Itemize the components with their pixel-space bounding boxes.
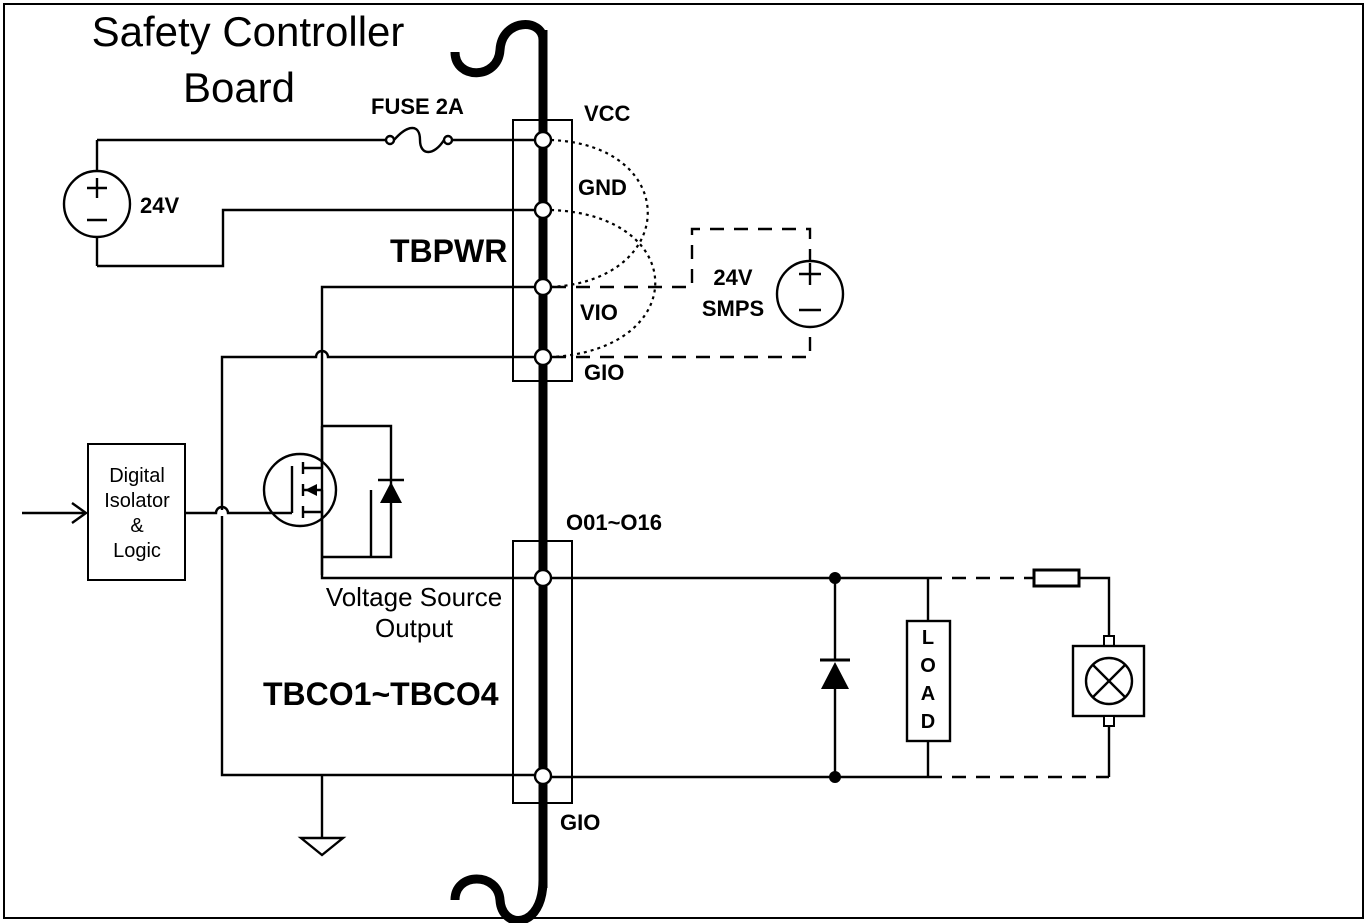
tbpwr-terminal-block xyxy=(512,119,573,382)
tbco-terminal-block xyxy=(512,540,573,804)
smps-label-line1: 24V xyxy=(713,265,752,290)
smps-24v xyxy=(552,227,845,359)
fuse-label: FUSE 2A xyxy=(371,94,464,119)
source-24v-label: 24V xyxy=(140,193,179,218)
outputs-label: O01~O16 xyxy=(566,510,662,535)
source-24v xyxy=(62,140,132,266)
vcc-label: VCC xyxy=(584,101,631,126)
isolator-label-line3: & xyxy=(130,515,144,537)
break-symbol-bottom xyxy=(450,874,548,923)
terminal-gio xyxy=(533,347,553,367)
load-letter-l: L xyxy=(922,627,934,649)
isolator-label-line1: Digital xyxy=(109,465,165,487)
tbco-label: TBCO1~TBCO4 xyxy=(263,676,499,712)
isolator-label-line2: Isolator xyxy=(104,490,170,512)
dotted-link-vcc-vio xyxy=(550,138,649,289)
load-box: L O A D xyxy=(905,578,952,777)
tbpwr-label: TBPWR xyxy=(390,233,507,269)
input-arrow xyxy=(22,502,89,524)
break-symbol-top xyxy=(450,20,548,78)
terminal-vio xyxy=(533,277,553,297)
gnd-label: GND xyxy=(578,175,627,200)
smps-label-line2: SMPS xyxy=(702,296,764,321)
series-resistor xyxy=(1032,568,1081,588)
flyback-diode xyxy=(820,572,850,783)
terminal-vcc xyxy=(533,130,553,150)
gio-bottom-label: GIO xyxy=(560,810,600,835)
load-letter-o: O xyxy=(920,655,936,677)
dotted-link-gnd-gio xyxy=(550,208,657,359)
vio-label: VIO xyxy=(580,300,618,325)
vso-label-line1: Voltage Source xyxy=(326,582,502,612)
board-title-line2: Board xyxy=(183,64,295,111)
load-letter-a: A xyxy=(921,683,935,705)
terminal-gio-bottom xyxy=(533,766,553,786)
terminal-output xyxy=(533,568,553,588)
isolator-label-line4: Logic xyxy=(113,540,161,562)
gio-top-label: GIO xyxy=(584,360,624,385)
mosfet-symbol xyxy=(262,424,404,559)
ground-symbol xyxy=(297,775,347,857)
board-boundary xyxy=(450,20,548,923)
lamp-symbol xyxy=(1071,635,1146,777)
diagram-frame xyxy=(3,3,1364,919)
fuse-symbol xyxy=(384,126,454,154)
vso-label-line2: Output xyxy=(375,613,454,643)
board-title-line1: Safety Controller xyxy=(92,8,405,55)
terminal-gnd xyxy=(533,200,553,220)
load-letter-d: D xyxy=(921,711,935,733)
